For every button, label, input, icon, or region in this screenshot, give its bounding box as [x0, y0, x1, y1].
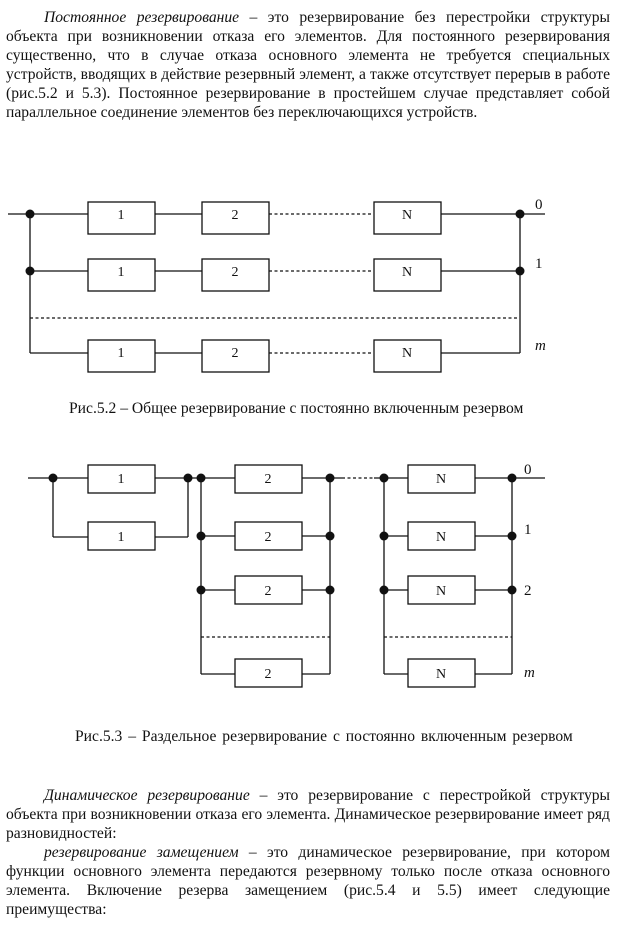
block-label: N	[402, 346, 412, 361]
paragraph-text: – это резервирование с перестройкой стру…	[6, 787, 611, 842]
block-label: N	[436, 667, 446, 682]
block-label: 2	[265, 530, 272, 545]
paragraph-dynamic-redundancy: Динамическое резервирование – это резерв…	[6, 786, 610, 843]
block-label: 2	[265, 667, 272, 682]
row-label: 0	[524, 462, 532, 478]
block-label: 2	[265, 584, 272, 599]
block-label: N	[402, 208, 412, 223]
figure-5-3-caption-text: Рис.5.3 – Раздельное резервирование с по…	[75, 728, 573, 745]
block-label: N	[402, 265, 412, 280]
paragraph-constant-redundancy: Постоянное резервирование – это резервир…	[6, 8, 610, 122]
paragraph-text: – это динамическое резервирование, при к…	[6, 844, 611, 918]
block-label: N	[436, 584, 446, 599]
block-label: 2	[265, 472, 272, 487]
figure-5-2-caption: Рис.5.2 – Общее резервирование с постоян…	[69, 400, 524, 417]
block-label: 2	[232, 208, 239, 223]
block-label: N	[436, 530, 446, 545]
paragraph-replacement-redundancy: резервирование замещением – это динамиче…	[6, 843, 610, 919]
term-dynamic-redundancy: Динамическое резервирование	[44, 787, 250, 804]
block-label: 2	[232, 346, 239, 361]
block-label: 1	[118, 530, 125, 545]
figure-separate-redundancy-diagram: 1 1 2 2 2 2 N N N N 0 1 2 m	[28, 462, 545, 688]
block-label: 1	[118, 472, 125, 487]
paragraph-text: – это резервирование без перестройки стр…	[6, 9, 610, 121]
term-replacement-redundancy: резервирование замещением	[44, 844, 239, 861]
row-label: m	[524, 665, 535, 681]
row-label: m	[535, 338, 546, 354]
row-label: 1	[535, 256, 543, 272]
block-label: N	[436, 472, 446, 487]
row-label: 0	[535, 197, 543, 213]
row-label: 1	[524, 522, 532, 538]
row-label: 2	[524, 583, 532, 599]
figure-5-3-caption: Рис.5.3 – Раздельное резервирование с по…	[6, 727, 610, 746]
figure-general-redundancy-diagram: 1 2 N 1 2 N 1 2 N 0 1 m	[8, 197, 546, 373]
block-label: 2	[232, 265, 239, 280]
block-label: 1	[118, 346, 125, 361]
term-constant-redundancy: Постоянное резервирование	[44, 9, 240, 26]
block-label: 1	[118, 265, 125, 280]
block-label: 1	[118, 208, 125, 223]
